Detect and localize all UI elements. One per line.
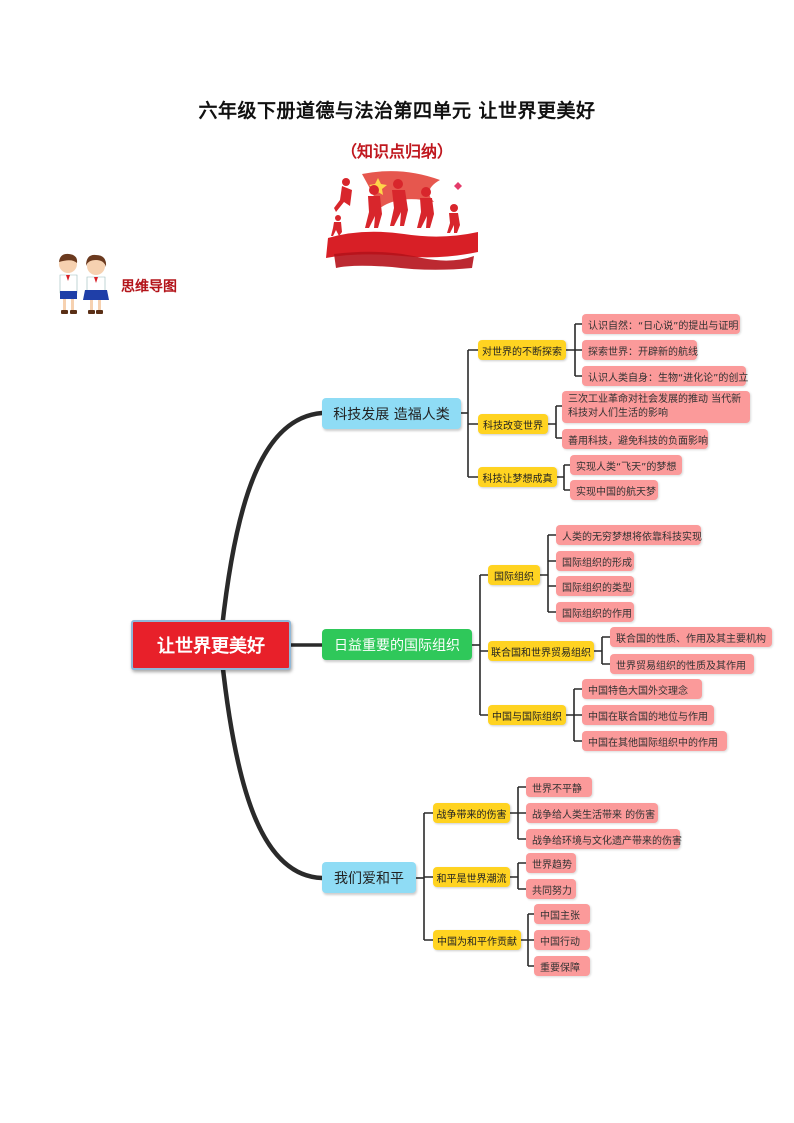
page-title: 六年级下册道德与法治第四单元 让世界更美好 bbox=[198, 100, 596, 122]
branch-intl-org-node: 日益重要的国际组织 bbox=[322, 629, 472, 660]
leaf-item: 世界趋势 bbox=[526, 853, 576, 873]
leaf-item: 实现中国的航天梦 bbox=[570, 480, 658, 500]
leaf-item: 中国主张 bbox=[534, 904, 590, 924]
page-subtitle: （知识点归纳） bbox=[340, 142, 453, 161]
leaf-item: 中国行动 bbox=[534, 930, 590, 950]
leaf-item: 重要保障 bbox=[534, 956, 590, 976]
topic-peace-trend: 和平是世界潮流 bbox=[433, 867, 510, 887]
topic-china-and-intl-orgs: 中国与国际组织 bbox=[488, 705, 566, 725]
leaf-item: 善用科技，避免科技的负面影响 bbox=[562, 429, 708, 449]
leaf-item: 中国在联合国的地位与作用 bbox=[582, 705, 714, 725]
topic-un-and-wto: 联合国和世界贸易组织 bbox=[488, 641, 594, 661]
mind-map-section-label: 思维导图 bbox=[121, 279, 177, 295]
leaf-item: 人类的无穷梦想将依靠科技实现 bbox=[556, 525, 702, 545]
leaf-item: 国际组织的形成 bbox=[556, 551, 634, 571]
runners-banner-illustration bbox=[326, 171, 478, 270]
topic-world-exploration: 对世界的不断探索 bbox=[478, 340, 566, 360]
branch-peace-node: 我们爱和平 bbox=[322, 862, 416, 893]
students-icon bbox=[59, 253, 109, 314]
leaf-item: 认识人类自身：生物“进化论”的创立 bbox=[582, 366, 748, 386]
leaf-item: 认识自然：“日心说”的提出与证明 bbox=[582, 314, 740, 334]
leaf-item: 战争给环境与文化遗产带来的伤害 bbox=[526, 829, 682, 849]
leaf-item: 国际组织的作用 bbox=[556, 602, 634, 622]
leaf-item: 世界贸易组织的性质及其作用 bbox=[610, 654, 754, 674]
leaf-item: 实现人类“飞天”的梦想 bbox=[570, 455, 682, 475]
leaf-item: 中国特色大国外交理念 bbox=[582, 679, 702, 699]
mindmap-root-node: 让世界更美好 bbox=[131, 620, 291, 670]
topic-tech-changes-world: 科技改变世界 bbox=[478, 414, 548, 434]
leaf-item: 共同努力 bbox=[526, 879, 576, 899]
topic-china-peace-contribution: 中国为和平作贡献 bbox=[433, 930, 521, 950]
leaf-item: 世界不平静 bbox=[526, 777, 592, 797]
leaf-item: 国际组织的类型 bbox=[556, 576, 634, 596]
topic-intl-organizations: 国际组织 bbox=[488, 565, 540, 585]
leaf-item: 战争给人类生活带来 的伤害 bbox=[526, 803, 658, 823]
topic-dreams-come-true: 科技让梦想成真 bbox=[478, 467, 557, 487]
topic-war-harms: 战争带来的伤害 bbox=[433, 803, 510, 823]
leaf-item: 联合国的性质、作用及其主要机构 bbox=[610, 627, 772, 647]
branch-tech-node: 科技发展 造福人类 bbox=[322, 398, 461, 429]
leaf-item: 三次工业革命对社会发展的推动 当代新科技对人们生活的影响 bbox=[562, 391, 750, 423]
leaf-item: 探索世界：开辟新的航线 bbox=[582, 340, 698, 360]
leaf-item: 中国在其他国际组织中的作用 bbox=[582, 731, 727, 751]
